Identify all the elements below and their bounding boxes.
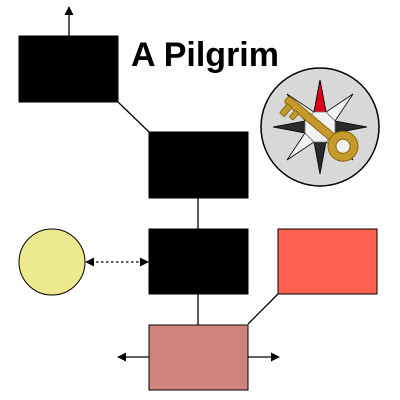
diagram-title: A Pilgrim (131, 36, 279, 74)
connectors (64, 6, 280, 362)
yellow-circle (18, 228, 86, 296)
diagonal-connector-top (117, 101, 150, 133)
black-box-lower (148, 228, 249, 295)
crossed-key-star-emblem-icon (260, 67, 380, 187)
black-box-top (18, 35, 119, 103)
red-box (277, 228, 378, 295)
key-icon (279, 96, 359, 162)
pink-box (148, 324, 249, 391)
black-box-middle (148, 131, 249, 199)
diagonal-connector-right (247, 293, 279, 325)
